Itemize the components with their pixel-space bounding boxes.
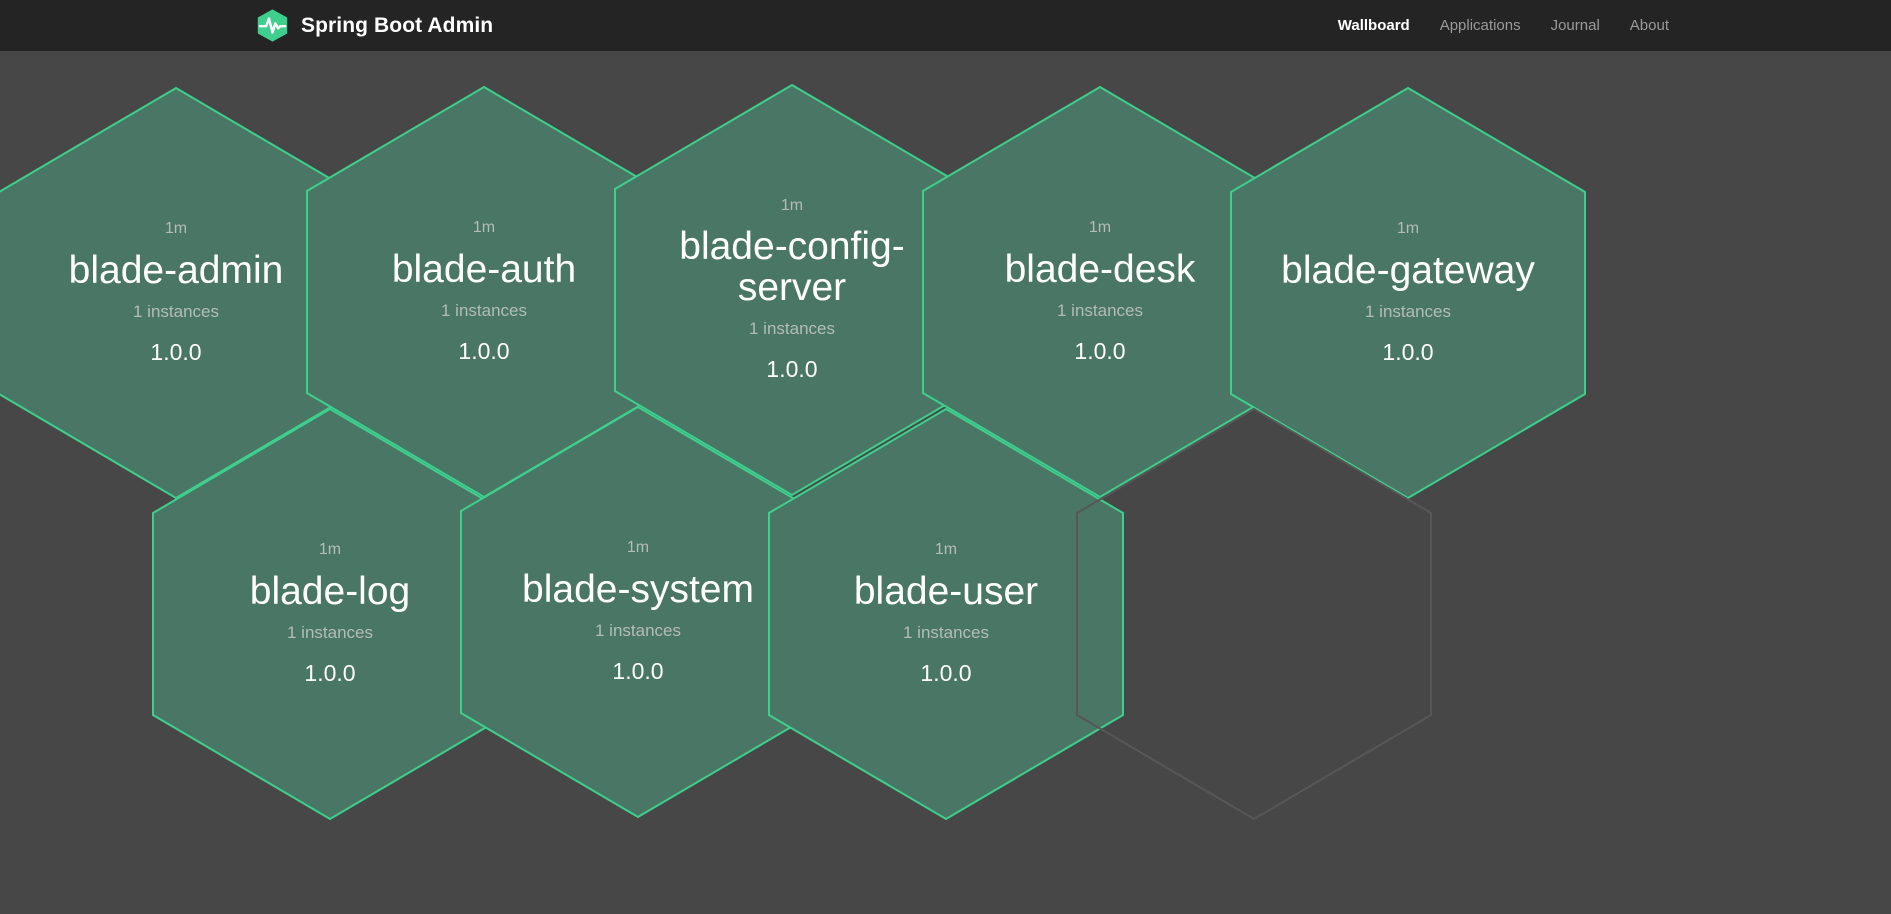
hexagon-age: 1m [1088, 219, 1112, 237]
hexagon-instances: 1 instances [1365, 301, 1451, 321]
hexagon-app-name: blade-config-server [679, 225, 905, 310]
hexagon-instances: 1 instances [1057, 300, 1143, 320]
hexagon-version: 1.0.0 [766, 356, 818, 383]
hexagon-age: 1m [472, 219, 496, 237]
hexagon-version: 1.0.0 [1382, 338, 1434, 365]
hexagon-app-name: blade-admin [68, 248, 284, 292]
hexagon-age: 1m [1396, 220, 1420, 238]
hexagon-app-blade-gateway[interactable]: 1m blade-gateway 1 instances 1.0.0 [1228, 85, 1588, 501]
hexagon-shape [1230, 86, 1586, 500]
hexagon-age: 1m [318, 541, 342, 559]
brand-title: Spring Boot Admin [301, 13, 494, 37]
heartbeat-hexagon-logo-icon [257, 9, 288, 42]
main-nav: Wallboard Applications Journal About [1338, 0, 1891, 51]
brand-home-link[interactable]: Spring Boot Admin [255, 8, 493, 43]
hexagon-app-blade-user[interactable]: 1m blade-user 1 instances 1.0.0 [766, 406, 1126, 822]
hexagon-empty-placeholder [1074, 406, 1434, 822]
hexagon-instances: 1 instances [903, 622, 989, 642]
hexagon-shape [1076, 407, 1432, 821]
hexagon-instances: 1 instances [133, 301, 219, 321]
hexagon-shape [768, 407, 1124, 821]
nav-link-wallboard[interactable]: Wallboard [1337, 17, 1410, 34]
hexagon-app-blade-config-server[interactable]: 1m blade-config-server 1 instances 1.0.0 [612, 82, 972, 498]
hexagon-app-blade-auth[interactable]: 1m blade-auth 1 instances 1.0.0 [304, 84, 664, 500]
hexagon-age: 1m [626, 539, 650, 557]
hexagon-app-name: blade-auth [391, 247, 577, 291]
nav-link-about[interactable]: About [1629, 17, 1669, 34]
hexagon-app-blade-log[interactable]: 1m blade-log 1 instances 1.0.0 [150, 406, 510, 822]
nav-link-journal[interactable]: Journal [1550, 17, 1600, 34]
hexagon-instances: 1 instances [749, 319, 835, 339]
hexagon-age: 1m [780, 196, 804, 214]
hexagon-app-name: blade-log [249, 569, 411, 613]
hexagon-version: 1.0.0 [920, 659, 972, 686]
top-navbar: Spring Boot Admin Wallboard Applications… [0, 0, 1891, 51]
hexagon-app-name: blade-desk [1004, 247, 1196, 291]
hexagon-app-name: blade-gateway [1281, 248, 1535, 292]
hexagon-version: 1.0.0 [458, 337, 510, 364]
nav-link-applications[interactable]: Applications [1439, 17, 1521, 34]
hexagon-version: 1.0.0 [304, 659, 356, 686]
hexagon-grid: 1m blade-admin 1 instances 1.0.0 1m blad… [0, 51, 1891, 914]
hexagon-app-name: blade-system [522, 567, 754, 611]
hexagon-version: 1.0.0 [612, 657, 664, 684]
hexagon-age: 1m [164, 220, 188, 238]
hexagon-app-blade-desk[interactable]: 1m blade-desk 1 instances 1.0.0 [920, 84, 1280, 500]
hexagon-app-blade-system[interactable]: 1m blade-system 1 instances 1.0.0 [458, 404, 818, 820]
hexagon-instances: 1 instances [595, 620, 681, 640]
hexagon-app-name: blade-user [853, 569, 1039, 613]
hexagon-version: 1.0.0 [1074, 337, 1126, 364]
hexagon-version: 1.0.0 [150, 338, 202, 365]
hexagon-instances: 1 instances [441, 300, 527, 320]
hexagon-app-blade-admin[interactable]: 1m blade-admin 1 instances 1.0.0 [0, 85, 356, 501]
hexagon-instances: 1 instances [287, 622, 373, 642]
hexagon-age: 1m [934, 541, 958, 559]
wallboard: 1m blade-admin 1 instances 1.0.0 1m blad… [0, 51, 1891, 914]
